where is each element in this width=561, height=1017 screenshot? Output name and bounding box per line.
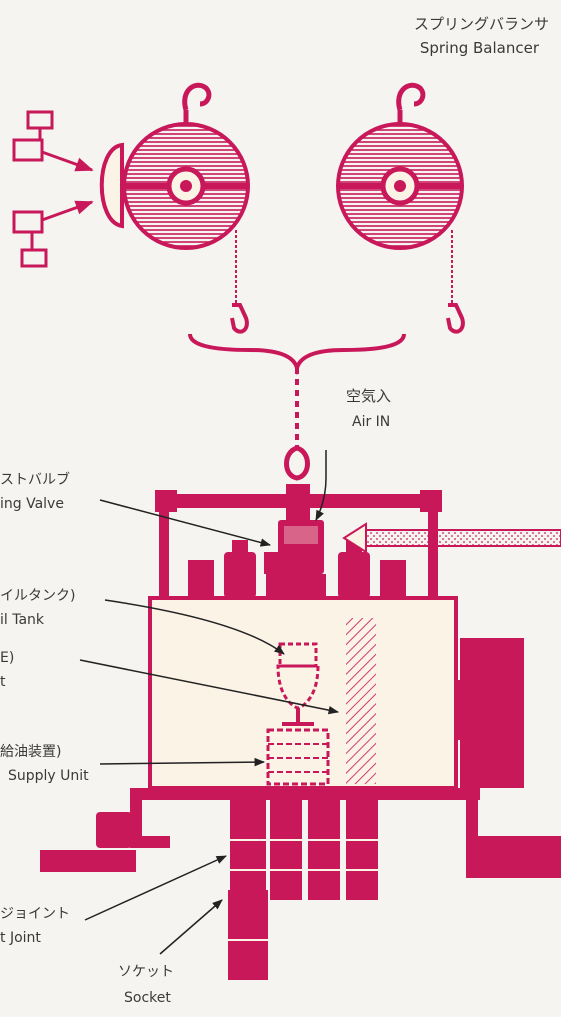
supply-unit (266, 728, 330, 786)
top-valves (188, 520, 406, 598)
valve-icon-upper (12, 110, 94, 172)
label-spring-balancer-jp: スプリングバランサ (413, 15, 549, 33)
valve-icon-lower (12, 200, 94, 268)
label-unit-en: t (0, 674, 6, 690)
label-joint-en: t Joint (0, 930, 41, 946)
label-oil-tank-jp: イルタンク) (0, 588, 76, 604)
leader-lines (79, 450, 340, 955)
spring-balancer-right (336, 82, 465, 334)
brace (188, 333, 406, 376)
hanger-hook (284, 445, 310, 481)
air-in-arrow (342, 522, 561, 554)
label-socket-jp: ソケット (118, 964, 174, 980)
label-joint-jp: ジョイント (0, 906, 70, 922)
label-valve-jp: ストバルブ (0, 472, 70, 488)
label-supply-jp: 給油装置) (0, 744, 62, 760)
label-socket-en: Socket (124, 990, 171, 1006)
label-spring-balancer-en: Spring Balancer (419, 39, 539, 57)
label-air-in-jp: 空気入 (346, 387, 392, 405)
oil-tank (276, 642, 320, 726)
label-supply-en: Supply Unit (8, 768, 89, 784)
label-air-in-en: Air IN (352, 414, 391, 430)
label-unit-jp: E) (0, 650, 15, 666)
label-oil-tank-en: il Tank (0, 612, 45, 628)
socket-columns (228, 800, 378, 980)
bottom-frame (40, 788, 561, 878)
label-valve-en: ing Valve (0, 496, 64, 512)
spring-balancer-left (99, 82, 250, 334)
top-frame (155, 484, 442, 600)
main-body (148, 596, 524, 790)
